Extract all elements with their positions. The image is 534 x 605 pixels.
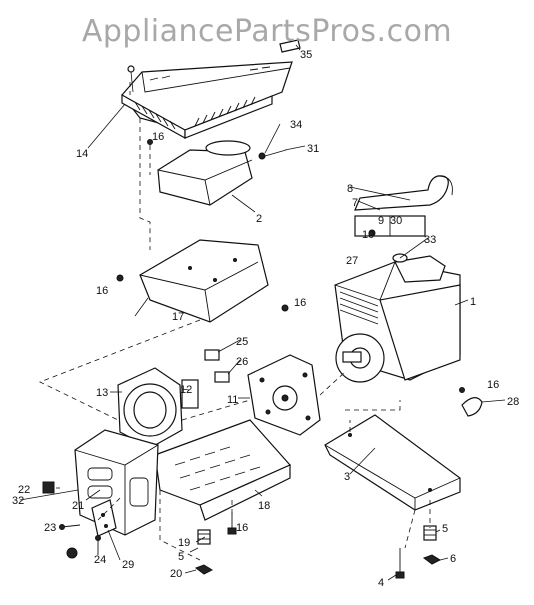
label-6: 6 — [450, 553, 456, 565]
bolt-31[interactable] — [258, 149, 287, 160]
nut-24[interactable] — [66, 547, 78, 559]
bolt-16-lower[interactable] — [227, 512, 237, 535]
part-labels: 35 14 16 34 31 2 16 17 16 8 7 9 30 10 27… — [12, 49, 519, 589]
label-16-lower: 16 — [236, 522, 248, 534]
clamp-28[interactable] — [461, 397, 483, 417]
label-23: 23 — [44, 522, 56, 534]
screw-23[interactable] — [59, 524, 81, 530]
frame-part[interactable] — [154, 419, 291, 521]
label-16-top: 16 — [152, 131, 164, 143]
label-33: 33 — [424, 234, 436, 246]
screw-35[interactable] — [127, 65, 135, 73]
label-27: 27 — [346, 255, 358, 267]
nut-20[interactable] — [194, 564, 214, 575]
rotor-ring-part[interactable] — [117, 367, 183, 449]
label-31: 31 — [307, 143, 319, 155]
label-26: 26 — [236, 356, 248, 368]
assembly-lines — [39, 82, 431, 561]
label-10: 10 — [362, 229, 374, 241]
vibration-mount-5b[interactable] — [197, 529, 211, 545]
top-cover-part[interactable] — [121, 61, 293, 140]
engine-part[interactable] — [334, 255, 461, 383]
label-16-right: 16 — [294, 297, 306, 309]
label-16-shroud: 16 — [96, 285, 108, 297]
nut-6[interactable] — [422, 554, 442, 565]
screw-16-shroud[interactable] — [116, 274, 124, 282]
label-16-clamp: 16 — [487, 379, 499, 391]
screw-24[interactable] — [95, 535, 101, 556]
label-3: 3 — [344, 471, 350, 483]
label-9: 9 — [378, 215, 384, 227]
label-5-left: 5 — [178, 551, 184, 563]
end-bracket-part[interactable] — [247, 354, 321, 436]
base-plate-part[interactable] — [324, 414, 461, 511]
block-26[interactable] — [214, 371, 230, 383]
label-35: 35 — [300, 49, 312, 61]
label-5-right: 5 — [442, 523, 448, 535]
stator-part[interactable] — [181, 379, 199, 409]
shroud-part[interactable] — [139, 239, 269, 323]
label-11: 11 — [227, 394, 238, 406]
screw-16-right[interactable] — [281, 304, 289, 312]
clip-35[interactable] — [279, 39, 301, 53]
screw-10[interactable] — [368, 229, 376, 237]
label-14: 14 — [76, 148, 88, 160]
label-2: 2 — [256, 213, 262, 225]
label-30: 30 — [390, 215, 402, 227]
watermark: AppliancePartsPros.com — [81, 14, 453, 49]
front-panel-part[interactable] — [74, 429, 159, 536]
label-18: 18 — [258, 500, 270, 512]
bracket-29[interactable] — [91, 499, 117, 537]
label-29: 29 — [122, 559, 134, 571]
label-25: 25 — [236, 336, 248, 348]
label-8: 8 — [347, 183, 353, 195]
label-34: 34 — [290, 119, 302, 131]
label-21: 21 — [72, 500, 84, 512]
label-32: 32 — [12, 495, 24, 507]
vibration-mount-5[interactable] — [423, 525, 437, 541]
label-28: 28 — [507, 396, 519, 408]
label-4: 4 — [378, 577, 384, 589]
label-1: 1 — [470, 296, 476, 308]
block-25[interactable] — [204, 349, 220, 361]
label-19: 19 — [178, 537, 190, 549]
plug-22[interactable] — [42, 481, 55, 494]
label-20: 20 — [170, 568, 182, 580]
label-13: 13 — [96, 387, 108, 399]
label-7: 7 — [352, 197, 358, 209]
bolt-4[interactable] — [395, 548, 405, 579]
label-24: 24 — [94, 554, 106, 566]
air-cleaner-part[interactable] — [157, 140, 253, 206]
screw-16-clamp[interactable] — [459, 387, 465, 393]
label-17: 17 — [172, 311, 184, 323]
label-12: 12 — [180, 384, 192, 396]
screw-16-top[interactable] — [147, 139, 153, 145]
leader-lines — [19, 44, 506, 581]
label-22: 22 — [18, 484, 30, 496]
